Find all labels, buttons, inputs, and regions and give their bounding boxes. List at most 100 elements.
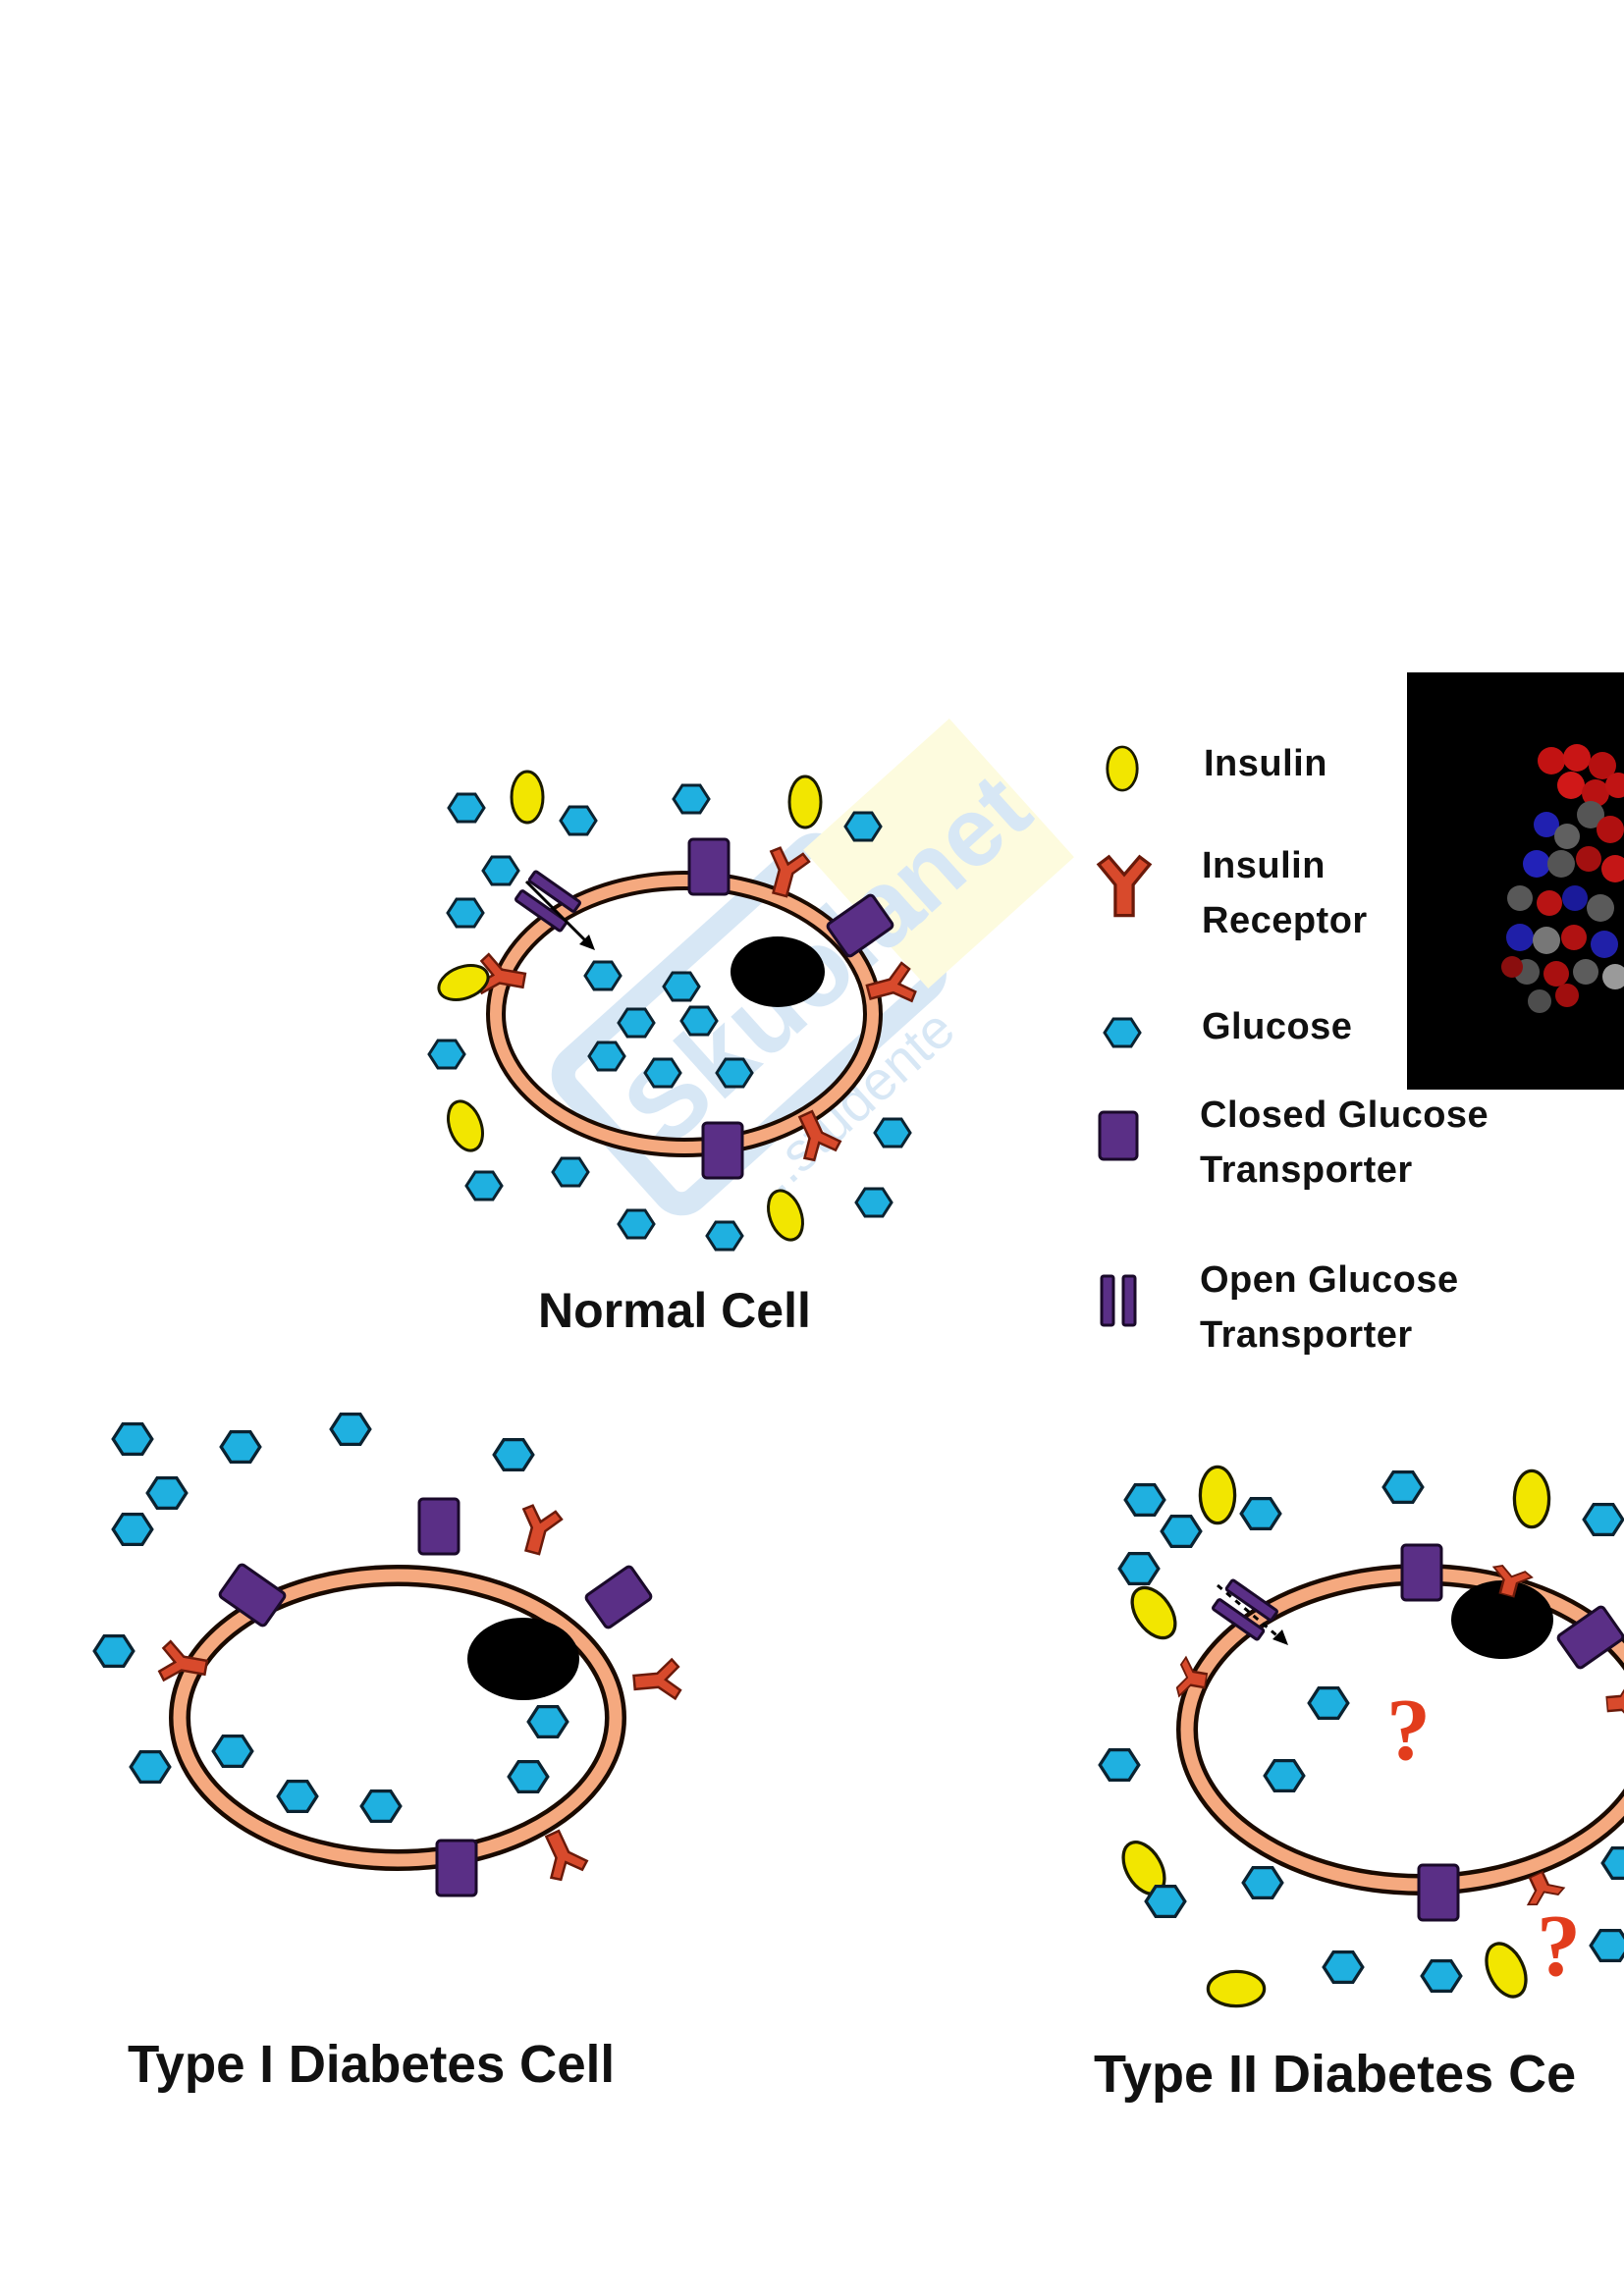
insulin-molecule [1512,1468,1551,1529]
glucose-molecule [507,1759,550,1794]
glucose-molecule [854,1187,893,1218]
insulin-molecule [432,957,495,1008]
glucose-molecule [843,811,883,842]
glucose-molecule [111,1512,154,1547]
glucose-molecule [1307,1685,1350,1721]
legend-label-insulin: Insulin [1204,736,1327,791]
caption-type2-diabetes-cell: Type II Diabetes Ce [1094,2045,1577,2104]
glucose-molecule [1144,1884,1187,1919]
nucleus [467,1618,579,1700]
glucose-molecule [111,1421,154,1457]
closed-glucose-transporter [1400,1543,1443,1602]
glucose-molecule [1117,1551,1161,1586]
legend-label-glucose: Glucose [1202,999,1352,1054]
glucose-entry-arrow [1217,1583,1282,1641]
insulin-molecule [1198,1465,1237,1525]
glucose-molecule [526,1704,569,1739]
question-mark: ? [1386,1682,1431,1779]
watermark: Skuola .net ...studente [551,718,1074,1216]
glucose-molecule [492,1437,535,1472]
glucose-molecule [447,792,486,824]
insulin-molecule [510,770,545,825]
insulin-receptor [1603,1681,1624,1726]
insulin-receptor [631,1657,682,1704]
glucose-molecule [145,1475,189,1511]
glucose-molecule [1160,1514,1203,1549]
legend-line: Receptor [1202,900,1368,941]
closed-glucose-transporter [701,1121,744,1180]
nucleus [1451,1580,1553,1659]
glucose-molecule [672,783,711,815]
normal-cell-panel [427,770,919,1252]
insulin-molecule [1206,1969,1267,2008]
glucose-molecule [1600,1845,1624,1881]
insulin-molecule [1121,1577,1186,1648]
legend-line: Insulin [1204,743,1327,784]
insulin-molecule [440,1095,491,1157]
glucose-molecule [617,1007,656,1039]
type2-cell-panel: ? ? [1098,1465,1624,2008]
legend-label-insulin-receptor: Insulin Receptor [1202,838,1368,948]
glucose-molecule [446,897,485,929]
glucose-molecule [276,1779,319,1814]
insulin-molecule [787,774,823,829]
glucose-molecule [481,855,520,886]
closed-glucose-transporter [1417,1863,1460,1922]
glucose-molecule [1241,1865,1284,1900]
nucleus [731,936,825,1007]
glucose-molecule [329,1412,372,1447]
legend-line: Insulin [1202,845,1326,886]
glucose-molecule [551,1156,590,1188]
glucose-molecule [1420,1958,1463,1994]
glucose-molecule [359,1789,403,1824]
open-glucose-transporter-icon [1100,1274,1137,1327]
glucose-molecule [1381,1469,1425,1505]
legend-line: Transporter [1200,1149,1413,1191]
glucose-molecule [559,805,598,836]
caption-type1-diabetes-cell: Type I Diabetes Cell [128,2035,616,2094]
question-mark: ? [1537,1897,1581,1995]
glucose-molecule [705,1220,744,1252]
glucose-entry-arrow [524,880,591,946]
legend-label-open-glucose-transporter: Open Glucose Transporter [1200,1253,1459,1362]
type1-cell-panel [92,1412,682,1897]
insulin-icon [1106,745,1139,792]
insulin-receptor [512,1502,565,1559]
glucose-molecule [1098,1747,1141,1783]
glucose-molecule [587,1041,626,1072]
glucose-molecule [92,1633,135,1669]
glucose-molecule [1322,1949,1365,1985]
glucose-molecule [464,1170,504,1201]
glucose-molecule [873,1117,912,1148]
glucose-molecule [129,1749,172,1785]
legend-line: Closed Glucose [1200,1095,1489,1136]
glucose-molecule [715,1057,754,1089]
glucose-molecule [219,1429,262,1465]
glucose-molecule [679,1005,719,1037]
glucose-molecule [1263,1758,1306,1793]
legend-line: Open Glucose [1200,1259,1459,1301]
closed-glucose-transporter [583,1564,654,1630]
glucose-molecule [662,971,701,1002]
closed-glucose-transporter [435,1839,478,1897]
insulin-molecule [1477,1935,1536,2005]
glucose-molecule [1589,1928,1624,1963]
insulin-receptor-icon [1097,855,1152,918]
closed-glucose-transporter [417,1497,460,1556]
closed-glucose-transporter-icon [1098,1110,1139,1161]
glucose-molecule [643,1057,682,1089]
legend [1097,745,1152,1327]
glucose-molecule [211,1734,254,1769]
legend-line: Glucose [1202,1006,1353,1047]
glucose-molecule [583,960,623,991]
closed-glucose-transporter [687,837,731,896]
glucose-molecule [1239,1496,1282,1531]
glucose-molecule [617,1208,656,1240]
glucose-molecule [427,1039,466,1070]
caption-normal-cell: Normal Cell [538,1283,811,1338]
insulin-molecule-render [1407,672,1624,1090]
glucose-icon [1103,1017,1142,1048]
legend-label-closed-glucose-transporter: Closed Glucose Transporter [1200,1088,1489,1198]
legend-line: Transporter [1200,1314,1413,1356]
